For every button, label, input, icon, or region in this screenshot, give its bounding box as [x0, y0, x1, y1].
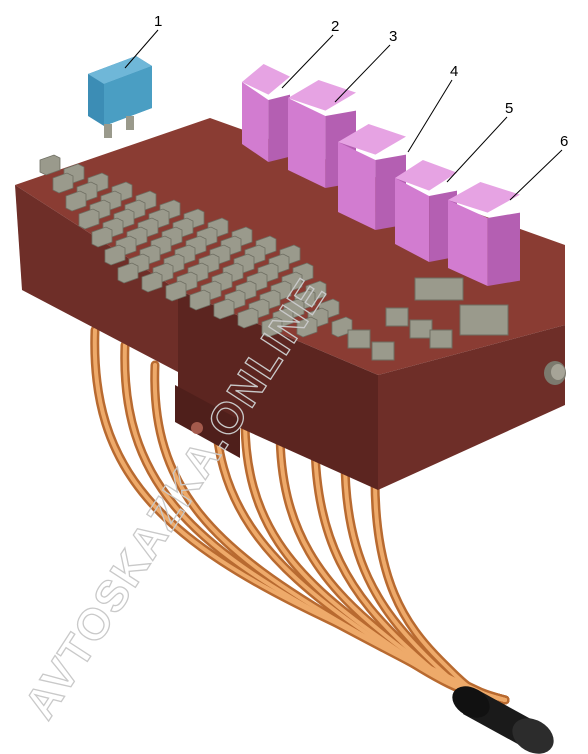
- callout-5-leader: [446, 116, 508, 183]
- fuse-terminal: [65, 190, 87, 212]
- callout-3-leader: [334, 44, 391, 103]
- terminal-block-right: [347, 277, 509, 361]
- fuse-terminal: [39, 154, 61, 176]
- callout-6: 6: [560, 133, 568, 150]
- callout-2-leader: [281, 34, 334, 89]
- fuse: [88, 56, 152, 138]
- fuse-terminal: [91, 226, 113, 248]
- callout-1: 1: [154, 13, 162, 30]
- callout-4: 4: [450, 63, 458, 80]
- callout-3: 3: [389, 28, 397, 45]
- callout-5: 5: [505, 100, 513, 117]
- fuse-terminal: [78, 208, 100, 230]
- fuse-terminal: [165, 280, 187, 302]
- fuse-terminal: [296, 316, 318, 338]
- fuse-terminal: [213, 298, 235, 320]
- fuse-terminal: [104, 244, 126, 266]
- callouts: [124, 29, 563, 201]
- relay: [338, 124, 406, 230]
- harness-boot: [452, 686, 554, 754]
- callout-labels: 1 2 3 4 5 6: [154, 13, 568, 150]
- fuse-terminal: [141, 271, 163, 293]
- fuse-terminal: [189, 289, 211, 311]
- callout-1-leader: [124, 29, 159, 69]
- relay: [395, 160, 457, 262]
- fuse-terminal: [52, 172, 74, 194]
- callout-2: 2: [331, 18, 339, 35]
- callout-4-leader: [407, 79, 453, 153]
- fuse-terminal: [261, 316, 283, 338]
- relays: [242, 64, 520, 286]
- relay: [242, 64, 290, 162]
- fuse-terminal: [237, 307, 259, 329]
- fuse-terminal: [117, 262, 139, 284]
- relay: [448, 182, 520, 286]
- callout-6-leader: [509, 149, 563, 201]
